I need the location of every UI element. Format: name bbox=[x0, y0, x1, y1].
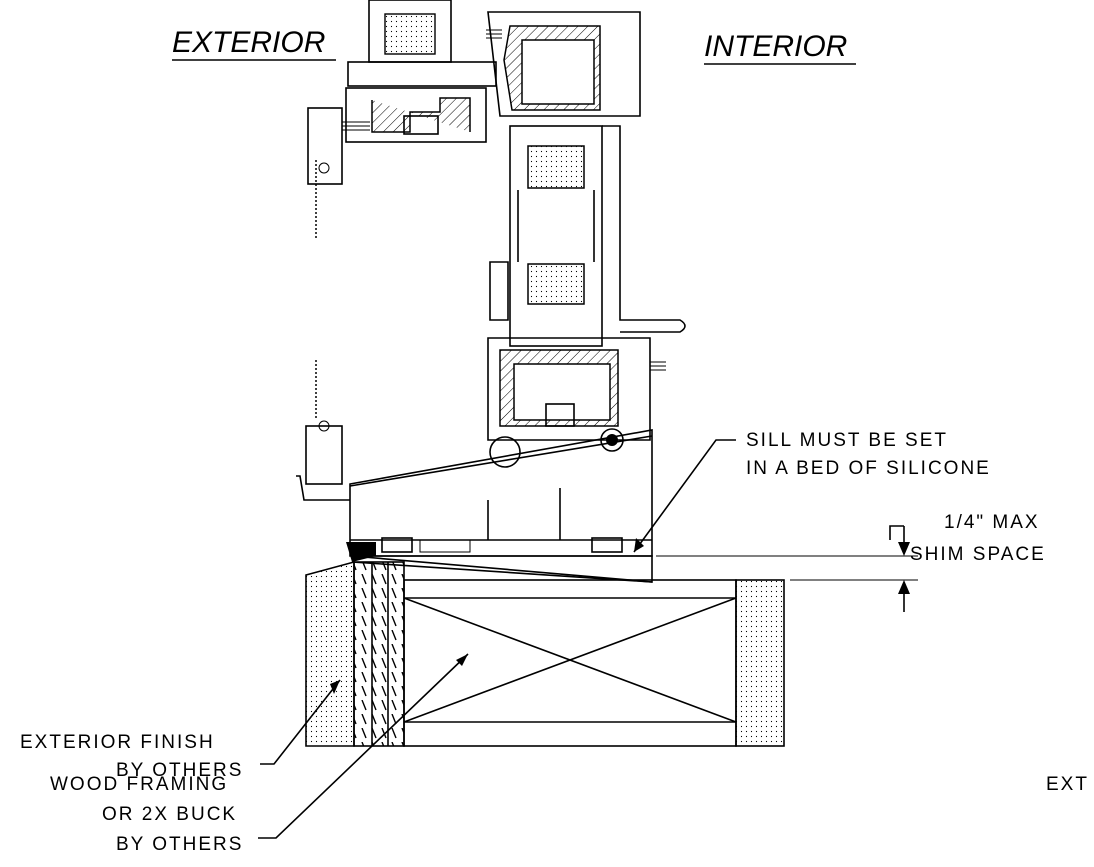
exterior-finish-block bbox=[305, 560, 355, 747]
svg-text:SILL MUST BE SET: SILL MUST BE SET bbox=[746, 430, 948, 451]
sheathing-layers bbox=[353, 561, 405, 747]
interior-finish-block bbox=[735, 579, 785, 747]
svg-text:BY OTHERS: BY OTHERS bbox=[116, 760, 243, 781]
interior-heading: INTERIOR bbox=[704, 30, 856, 65]
exterior-heading: EXTERIOR bbox=[172, 26, 336, 61]
wood-framing-callout: WOOD FRAMING OR 2X BUCK BY OTHERS bbox=[50, 653, 469, 855]
shim-space-dimension: 1/4" MAX SHIM SPACE bbox=[656, 512, 1046, 612]
exterior-finish-callout: EXTERIOR FINISH BY OTHERS bbox=[20, 679, 341, 781]
svg-text:OR 2X BUCK: OR 2X BUCK bbox=[102, 804, 237, 825]
upper-sash-profile bbox=[307, 0, 497, 185]
svg-text:EXTERIOR FINISH: EXTERIOR FINISH bbox=[20, 732, 215, 753]
svg-text:1/4" MAX: 1/4" MAX bbox=[944, 512, 1040, 533]
clipped-ext-label: EXT bbox=[1046, 774, 1089, 795]
svg-text:WOOD FRAMING: WOOD FRAMING bbox=[50, 774, 228, 795]
exterior-cladding bbox=[315, 160, 330, 432]
sill-silicone-callout: SILL MUST BE SET IN A BED OF SILICONE bbox=[633, 430, 991, 553]
svg-text:BY OTHERS: BY OTHERS bbox=[116, 834, 243, 855]
svg-text:SHIM SPACE: SHIM SPACE bbox=[910, 544, 1046, 565]
svg-text:INTERIOR: INTERIOR bbox=[704, 30, 847, 63]
wood-framing-buck bbox=[403, 579, 737, 747]
sloped-sill bbox=[296, 425, 653, 557]
lower-sash-profile bbox=[489, 125, 686, 347]
svg-text:IN A BED OF SILICONE: IN A BED OF SILICONE bbox=[746, 458, 991, 479]
sill-frame-profile bbox=[487, 337, 666, 468]
interior-upper-frame bbox=[486, 11, 641, 117]
svg-text:EXTERIOR: EXTERIOR bbox=[172, 26, 325, 59]
